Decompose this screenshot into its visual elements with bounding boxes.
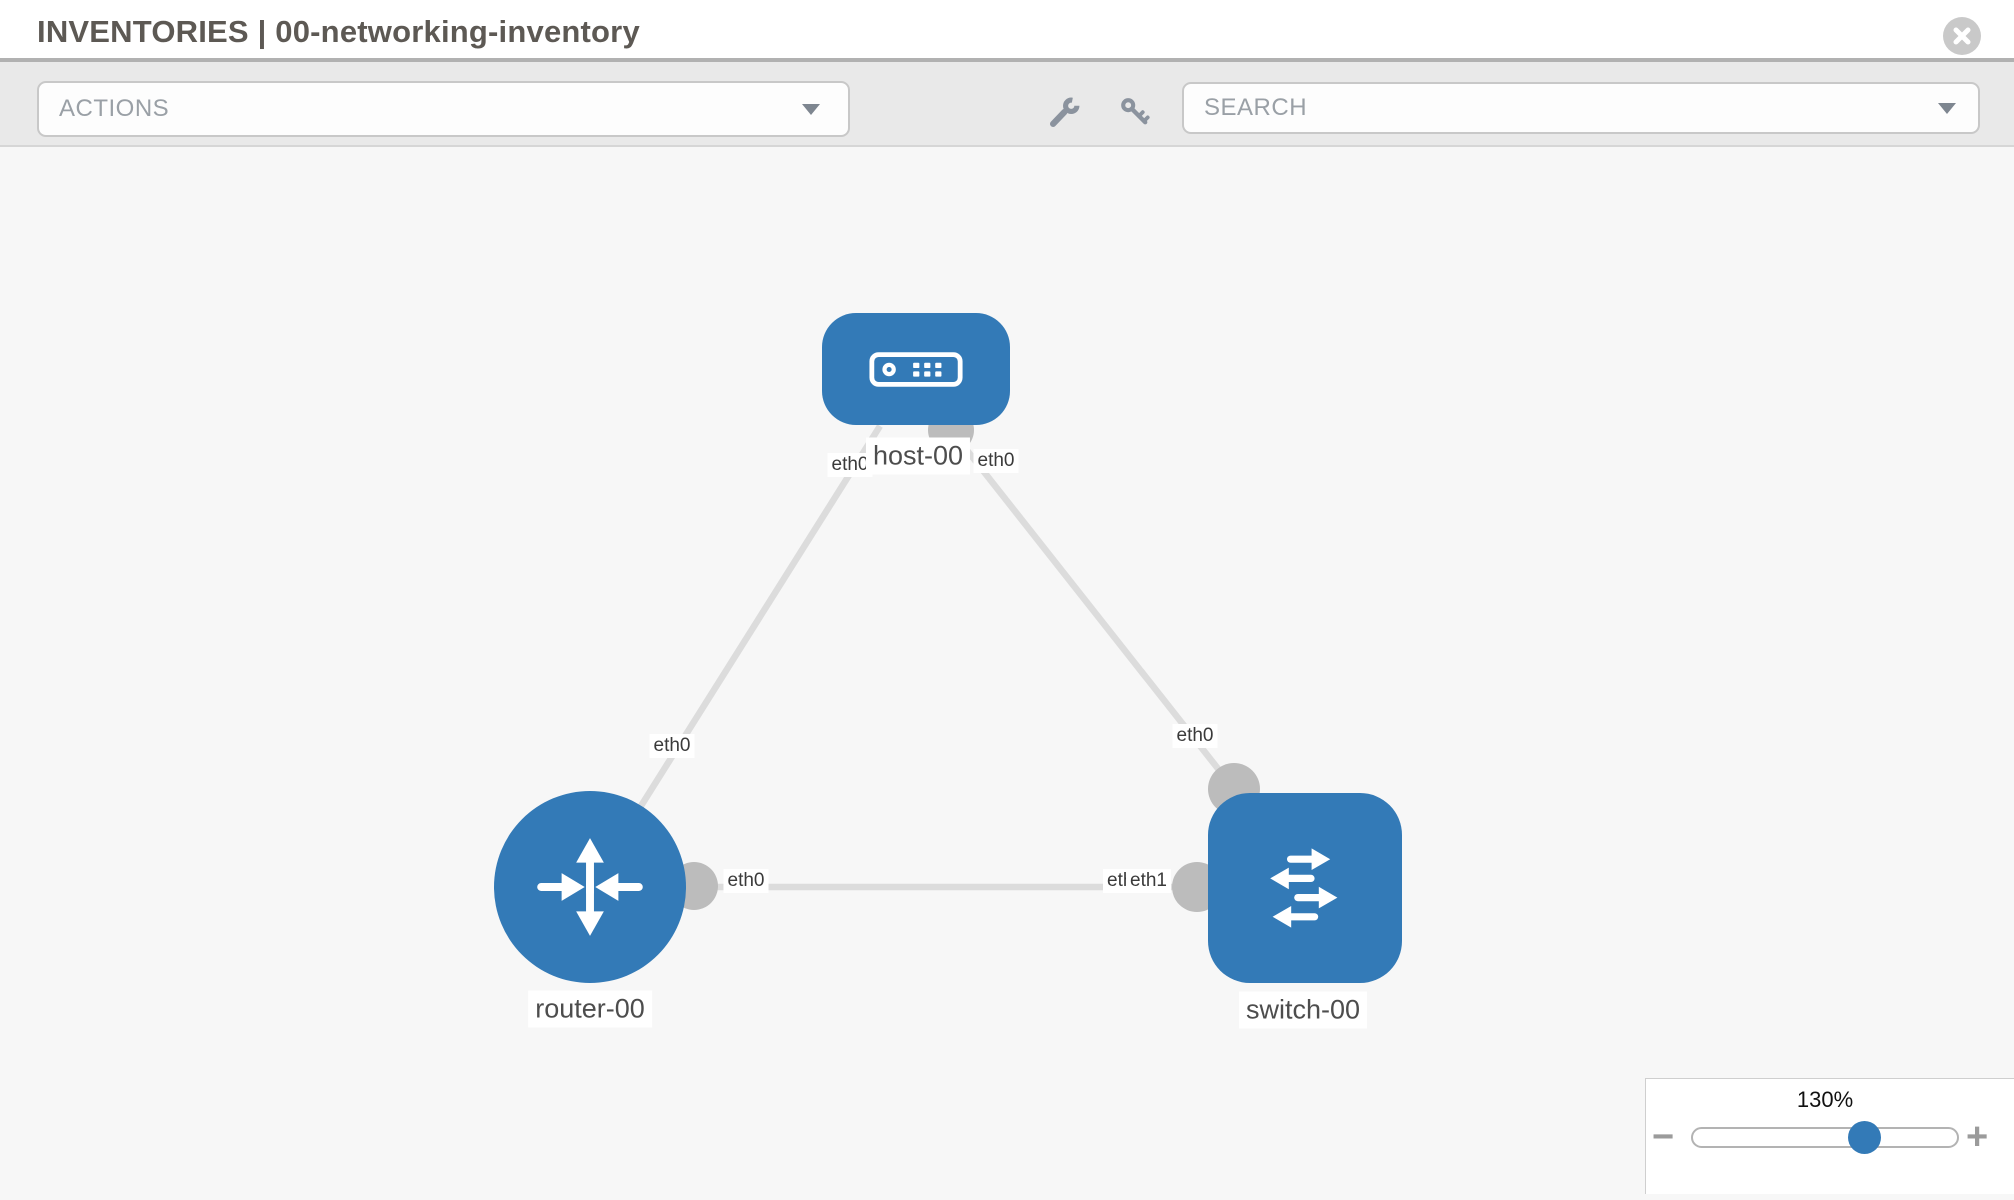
zoom-level: 130%: [1796, 1087, 1854, 1112]
zoom-slider[interactable]: [1691, 1121, 1959, 1154]
node-label-router: router-00: [528, 990, 652, 1028]
zoom-slider-thumb[interactable]: [1848, 1121, 1881, 1154]
close-icon: [1953, 27, 1971, 45]
iface-label-host-eth0-left: eth0: [827, 453, 873, 477]
wrench-icon: [1049, 97, 1080, 128]
iface-label-router-eth0: eth0: [723, 869, 769, 893]
links-layer: [587, 407, 1260, 912]
router-icon: [537, 838, 643, 936]
iface-label-router-eth0-uplink: eth0: [649, 734, 695, 758]
iface-label-switch-eth1: eth1: [1126, 869, 1171, 893]
zoom-in-button[interactable]: +: [1966, 1116, 1989, 1158]
key-icon: [1121, 98, 1150, 125]
switch-icon: [1270, 848, 1338, 928]
toolbar: ACTIONS SEARCH: [0, 62, 2014, 147]
node-label-switch: switch-00: [1238, 991, 1368, 1029]
node-label-host: host-00: [865, 437, 971, 475]
chevron-down-icon: [1938, 103, 1956, 114]
credentials-button[interactable]: [1118, 95, 1152, 129]
topology-canvas[interactable]: host-00 router-00 switch-00 eth0 eth0 et…: [0, 147, 2014, 1194]
iface-label-switch-eth0: eth0: [1172, 724, 1218, 748]
adhoc-commands-button[interactable]: [1048, 95, 1082, 129]
page-title: INVENTORIES | 00-networking-inventory: [37, 14, 640, 49]
zoom-panel: 130% − +: [1645, 1078, 2014, 1194]
host-icon: [869, 352, 963, 387]
page-header: INVENTORIES | 00-networking-inventory: [0, 0, 2014, 62]
node-router-00[interactable]: [494, 791, 686, 983]
node-switch-00[interactable]: [1208, 793, 1402, 983]
actions-dropdown[interactable]: ACTIONS: [37, 81, 850, 137]
search-dropdown[interactable]: SEARCH: [1182, 82, 1980, 134]
search-dropdown-label: SEARCH: [1204, 94, 1308, 121]
zoom-out-button[interactable]: −: [1652, 1116, 1675, 1158]
node-host-00[interactable]: [822, 313, 1010, 425]
iface-label-host-eth0-right: eth0: [973, 449, 1019, 473]
actions-dropdown-label: ACTIONS: [59, 95, 170, 122]
close-button[interactable]: [1943, 17, 1981, 55]
chevron-down-icon: [802, 104, 820, 115]
